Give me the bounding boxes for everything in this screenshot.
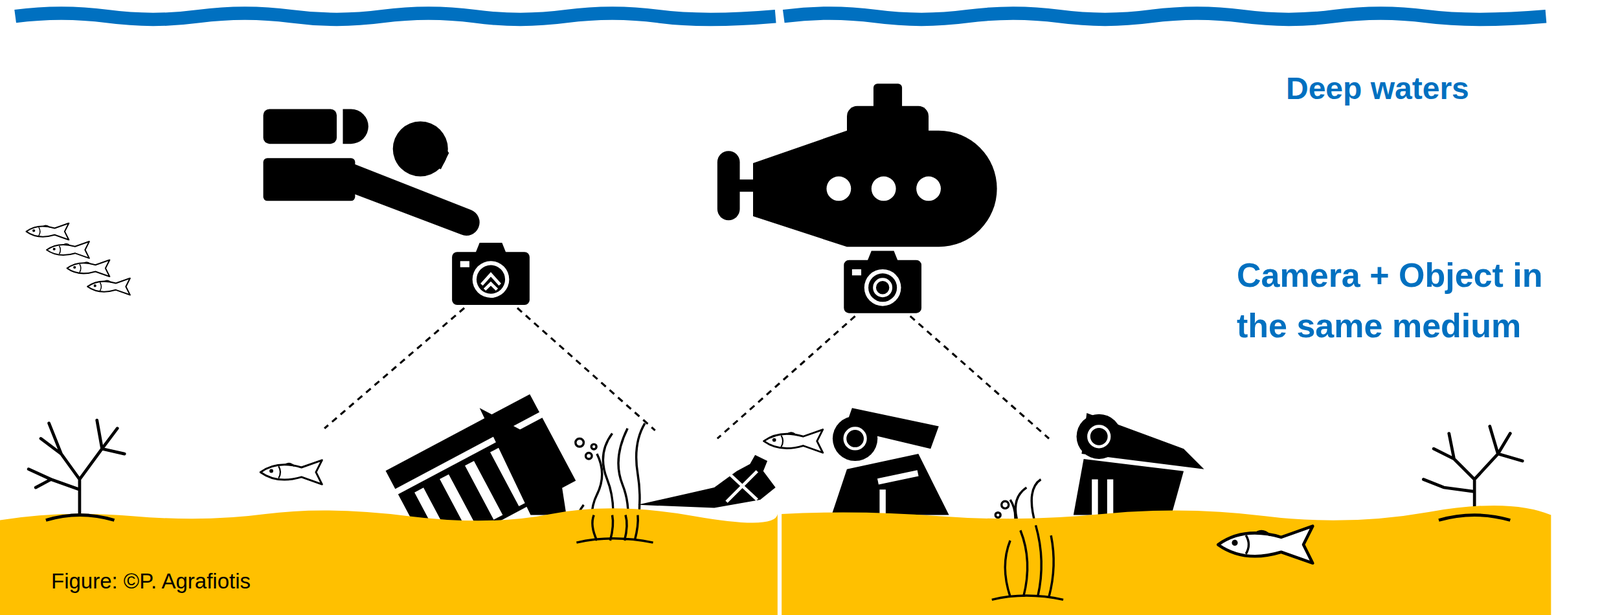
fish-school [26,223,131,296]
seaweed [991,595,1064,600]
seaweed [1004,540,1011,598]
water-surface [783,12,1546,19]
ionic-column [1073,413,1205,516]
seabed [0,508,778,615]
region-label: Deep waters [1285,69,1584,108]
medium-note: Camera + Object in the same medium [1236,249,1574,351]
seabed [781,505,1551,615]
fish [260,460,322,485]
seaweed [1048,535,1054,598]
submarine-icon [717,83,998,247]
fish [1217,526,1313,564]
water-surface [15,12,776,19]
figure-credit: Figure: ©P. Agrafiotis [51,568,505,595]
fish [764,429,823,454]
temple-roof [479,407,567,515]
amphora [637,455,776,509]
camera-icon [843,251,922,314]
coral-base [45,515,1510,521]
seaweed [576,515,653,544]
seaweed [1020,530,1028,597]
ionic-column [831,407,949,515]
field-of-view [324,308,1049,440]
diver-icon [263,109,480,236]
camera-icon [451,242,530,305]
seaweed [1036,525,1042,597]
coral [28,420,1523,520]
